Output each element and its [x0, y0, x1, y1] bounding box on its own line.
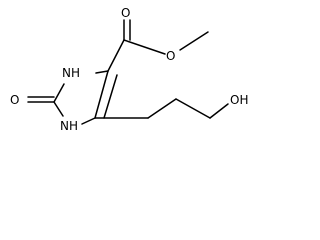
atom-nh-top: NH — [62, 66, 80, 80]
atom-oh: OH — [230, 93, 248, 107]
bond-oester-methyl — [179, 31, 209, 51]
bond-c2-n1 — [53, 83, 65, 103]
bond-ch2a-ch2b — [147, 98, 177, 119]
atom-o-ring: O — [10, 93, 19, 107]
bond-c5-cester — [107, 39, 125, 72]
bond-ch2c-oh — [209, 103, 229, 119]
bond-c4-n3 — [81, 117, 96, 125]
bond-n3-c2 — [53, 101, 64, 117]
bond-ch2b-ch2c — [175, 98, 211, 119]
bond-cester-oester — [123, 39, 166, 55]
bond-c5-c4 — [94, 70, 109, 119]
atom-o-carbonyl: O — [121, 6, 130, 20]
atom-o-ester: O — [166, 49, 175, 63]
bond-n1-c5 — [95, 70, 109, 74]
bond-c5-c4-double — [103, 74, 118, 119]
atom-nh-bottom: NH — [60, 119, 78, 133]
structural-formula: NH NH O O O OH — [10, 6, 248, 133]
